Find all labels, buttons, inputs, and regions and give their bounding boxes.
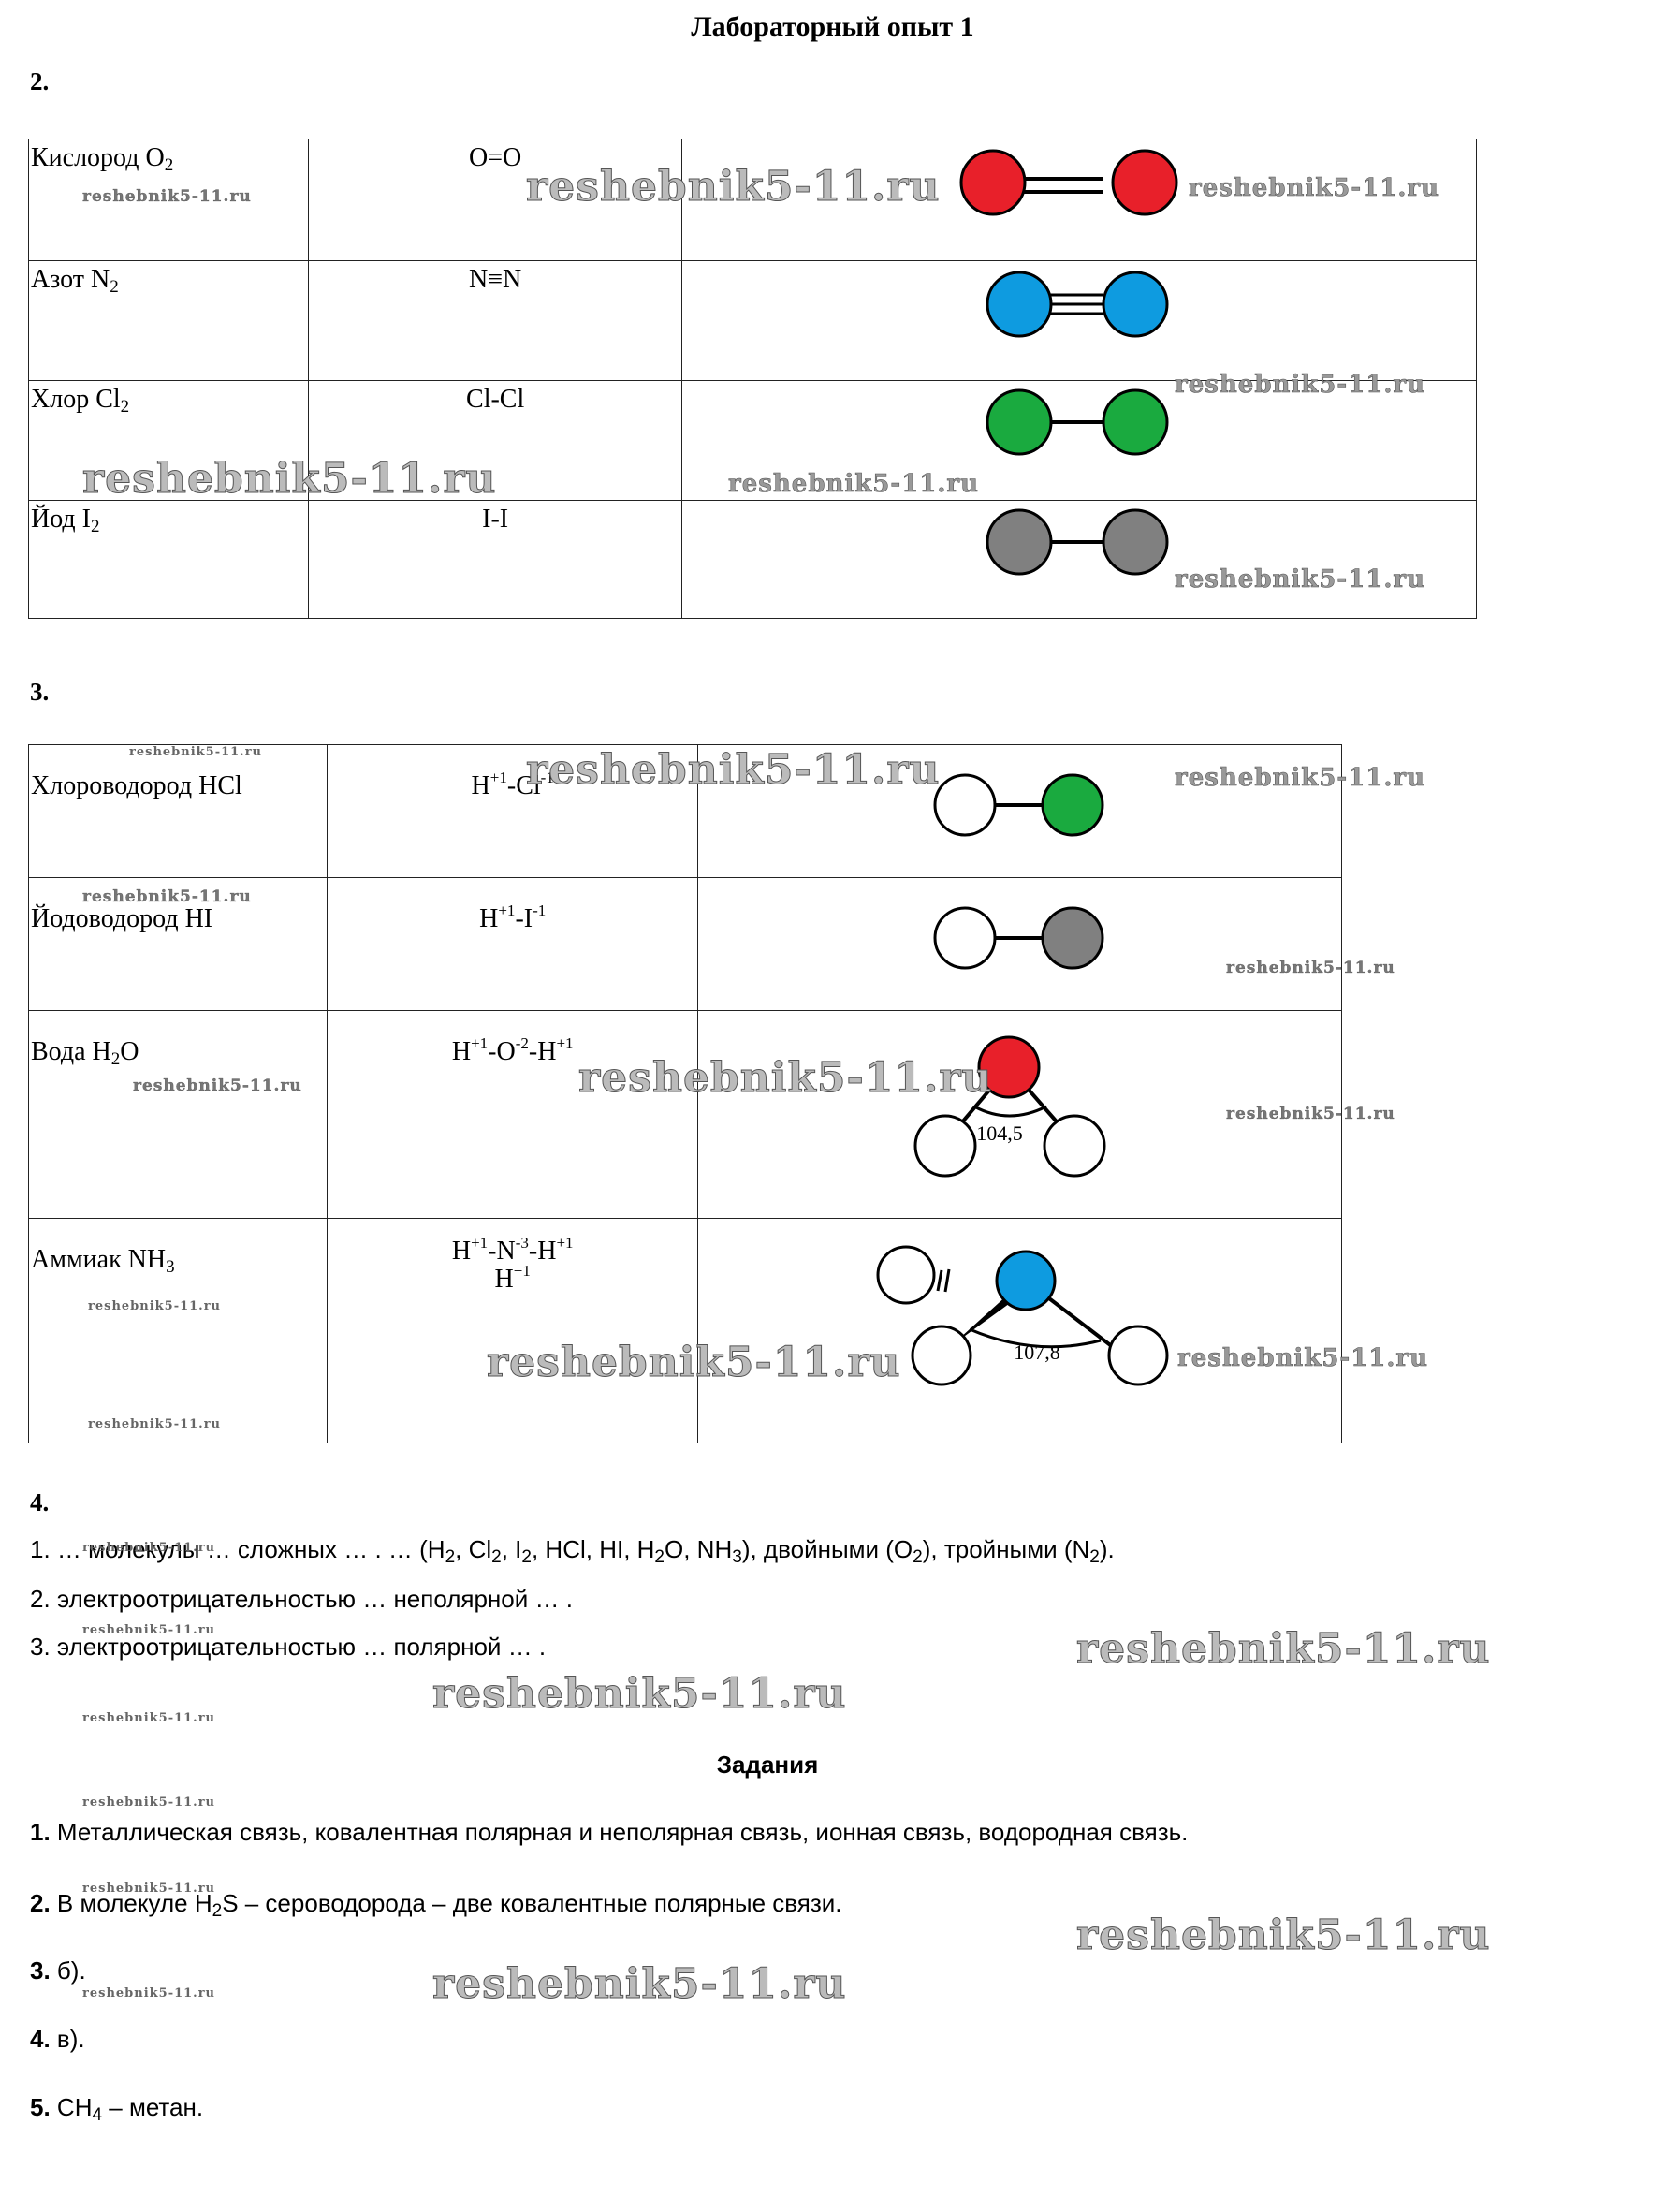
hydrogen-atom xyxy=(913,1114,977,1178)
hydrogen-atom xyxy=(1107,1325,1169,1386)
chlorine-atom xyxy=(1041,773,1104,837)
tasks-heading: Задания xyxy=(716,1751,819,1779)
section-2-label: 2. xyxy=(30,67,50,95)
watermark: reshebnik5-11.ru xyxy=(1177,1344,1429,1373)
table-row: Вода H2O H+1-O-2-H+1 104,5 xyxy=(27,1010,1343,1219)
watermark: reshebnik5-11.ru xyxy=(526,746,941,795)
oxygen-atom xyxy=(1111,149,1178,216)
task-5: 5. CH4 – метан. xyxy=(30,2093,204,2125)
i2-molecule xyxy=(986,508,1169,576)
oxygen-atom xyxy=(977,1035,1041,1099)
model-cell xyxy=(680,139,1478,261)
o2-molecule xyxy=(959,149,1178,216)
nitrogen-atom xyxy=(1102,271,1169,338)
angle-label: 104,5 xyxy=(976,1121,1023,1145)
cl2-molecule xyxy=(986,388,1169,456)
watermark: reshebnik5-11.ru xyxy=(432,1670,847,1719)
hydrogen-atom xyxy=(911,1325,972,1386)
table-row: Азот N2 N≡N xyxy=(27,260,1478,381)
watermark: reshebnik5-11.ru xyxy=(728,470,980,499)
task-1: 1. Металлическая связь, ковалентная поля… xyxy=(30,1818,1189,1846)
diatomic-table: Кислород O2 O=O Азот N2 N≡N Хлор Cl2 Cl xyxy=(27,139,1478,619)
iodine-atom xyxy=(986,508,1053,576)
chlorine-atom xyxy=(1102,388,1169,456)
watermark: reshebnik5-11.ru xyxy=(1175,764,1426,793)
hi-molecule xyxy=(933,906,1104,970)
watermark: reshebnik5-11.ru xyxy=(1076,1912,1491,1960)
watermark: reshebnik5-11.ru xyxy=(1175,371,1426,400)
n2-molecule xyxy=(986,271,1169,338)
watermark: reshebnik5-11.ru xyxy=(487,1339,901,1387)
watermark: reshebnik5-11.ru xyxy=(82,187,252,206)
nitrogen-atom xyxy=(995,1250,1057,1311)
polar-table: Хлороводород HCl H+1-Cl-1 Йодоводород HI… xyxy=(27,744,1343,1443)
watermark: reshebnik5-11.ru xyxy=(82,887,252,906)
watermark: reshebnik5-11.ru xyxy=(82,1623,216,1637)
nitrogen-atom xyxy=(986,271,1053,338)
watermark: reshebnik5-11.ru xyxy=(1189,174,1440,203)
watermark: reshebnik5-11.ru xyxy=(526,163,941,212)
iodine-atom xyxy=(1041,906,1104,970)
watermark: reshebnik5-11.ru xyxy=(1175,565,1426,594)
table-row: Йодоводород HI H+1-I-1 xyxy=(27,877,1343,1011)
watermark: reshebnik5-11.ru xyxy=(82,1541,216,1555)
watermark: reshebnik5-11.ru xyxy=(88,1417,222,1431)
h2o-molecule: 104,5 xyxy=(913,1035,1106,1178)
page-title: Лабораторный опыт 1 xyxy=(691,11,974,42)
watermark: reshebnik5-11.ru xyxy=(1076,1625,1491,1674)
watermark: reshebnik5-11.ru xyxy=(1226,959,1395,977)
hydrogen-atom xyxy=(876,1245,936,1305)
answer-line-1: 1. … молекулы … сложных … . … (H2, Cl2, … xyxy=(30,1535,1115,1567)
oxygen-atom xyxy=(959,149,1027,216)
table-row: Йод I2 I-I xyxy=(27,500,1478,619)
section-4-label: 4. xyxy=(30,1488,50,1516)
name-cell: Кислород O2 xyxy=(27,139,310,261)
table-row: Хлороводород HCl H+1-Cl-1 xyxy=(27,744,1343,878)
hydrogen-atom xyxy=(933,773,997,837)
watermark: reshebnik5-11.ru xyxy=(82,455,497,504)
task-2: 2. В молекуле H2S – сероводорода – две к… xyxy=(30,1889,842,1921)
answer-line-2: 2. электроотрицательностью … неполярной … xyxy=(30,1585,573,1613)
table-row: Хлор Cl2 Cl-Cl xyxy=(27,380,1478,501)
section-3-label: 3. xyxy=(30,678,50,706)
formula-cell: H+1-Cl-1 xyxy=(327,744,698,878)
formula-cell: H+1-I-1 xyxy=(327,877,698,1011)
watermark: reshebnik5-11.ru xyxy=(82,1986,216,2000)
hcl-molecule xyxy=(933,773,1104,837)
table-row: Кислород O2 O=O xyxy=(27,139,1478,261)
nh3-molecule: 107,8 xyxy=(876,1245,1169,1386)
hydrogen-atom xyxy=(1043,1114,1106,1178)
watermark: reshebnik5-11.ru xyxy=(88,1299,222,1313)
task-3: 3. б). xyxy=(30,1956,86,1985)
watermark: reshebnik5-11.ru xyxy=(82,1882,216,1896)
hydrogen-atom xyxy=(933,906,997,970)
watermark: reshebnik5-11.ru xyxy=(133,1077,302,1095)
formula-cell: H+1-O-2-H+1 xyxy=(327,1010,698,1219)
angle-label: 107,8 xyxy=(1014,1340,1060,1364)
task-4: 4. в). xyxy=(30,2025,85,2053)
watermark: reshebnik5-11.ru xyxy=(129,745,263,759)
answer-line-3: 3. электроотрицательностью … полярной … … xyxy=(30,1633,547,1661)
watermark: reshebnik5-11.ru xyxy=(82,1711,216,1725)
watermark: reshebnik5-11.ru xyxy=(82,1795,216,1809)
watermark: reshebnik5-11.ru xyxy=(432,1960,847,2009)
formula-cell: O=O xyxy=(308,139,682,261)
chlorine-atom xyxy=(986,388,1053,456)
iodine-atom xyxy=(1102,508,1169,576)
watermark: reshebnik5-11.ru xyxy=(1226,1105,1395,1123)
watermark: reshebnik5-11.ru xyxy=(578,1054,993,1103)
